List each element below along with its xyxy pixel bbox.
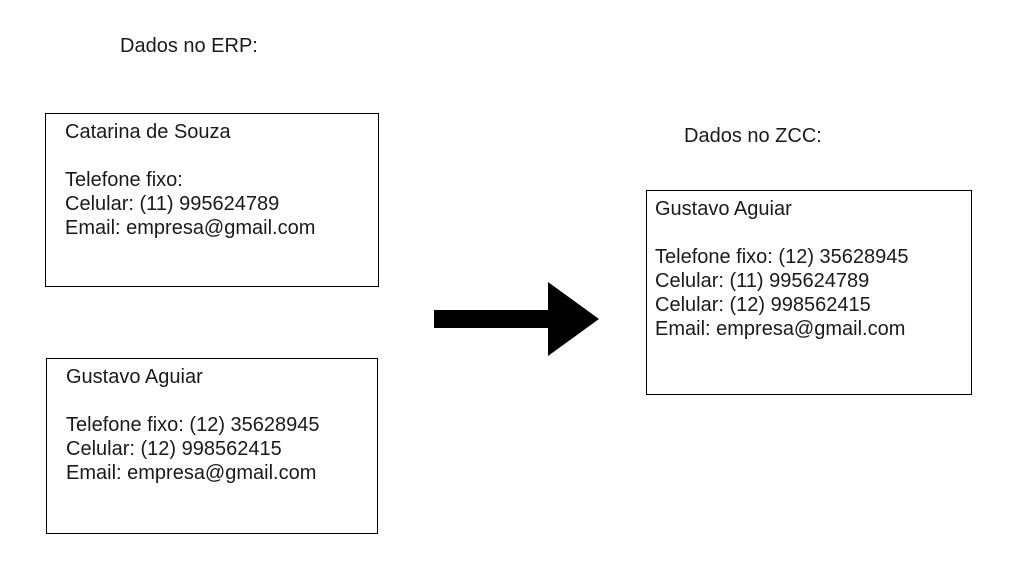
erp-contact-card-gustavo: Gustavo Aguiar Telefone fixo: (12) 35628… xyxy=(46,358,378,534)
erp-heading: Dados no ERP: xyxy=(120,35,258,57)
contact-name: Gustavo Aguiar xyxy=(66,366,203,388)
contact-name: Catarina de Souza xyxy=(65,121,231,143)
mobile-field: Celular: (12) 998562415 xyxy=(66,438,282,460)
mobile-field: Celular: (11) 995624789 xyxy=(65,193,280,215)
landline-field: Telefone fixo: xyxy=(65,169,183,191)
mobile-field: Celular: (11) 995624789 xyxy=(655,270,870,292)
arrow-right-icon xyxy=(434,282,599,356)
landline-field: Telefone fixo: (12) 35628945 xyxy=(66,414,320,436)
email-field: Email: empresa@gmail.com xyxy=(66,462,317,484)
zcc-contact-card-gustavo: Gustavo Aguiar Telefone fixo: (12) 35628… xyxy=(646,190,972,395)
email-field: Email: empresa@gmail.com xyxy=(655,318,906,340)
zcc-heading: Dados no ZCC: xyxy=(684,125,822,147)
mobile-field: Celular: (12) 998562415 xyxy=(655,294,871,316)
email-field: Email: empresa@gmail.com xyxy=(65,217,316,239)
erp-contact-card-catarina: Catarina de Souza Telefone fixo: Celular… xyxy=(45,113,379,287)
landline-field: Telefone fixo: (12) 35628945 xyxy=(655,246,909,268)
contact-name: Gustavo Aguiar xyxy=(655,198,792,220)
